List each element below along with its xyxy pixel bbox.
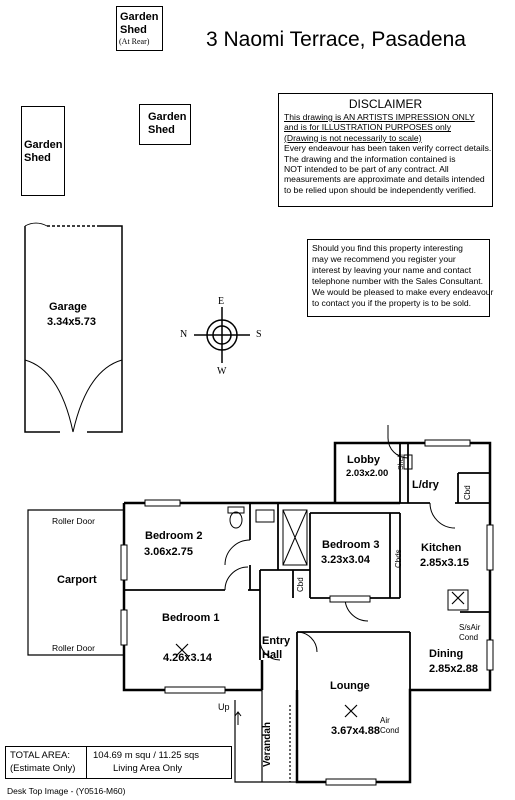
- dining-label: Dining: [429, 648, 464, 660]
- info-line: may we recommend you register your: [312, 254, 456, 264]
- disclaimer-line: measurements are approximate and details…: [284, 174, 485, 185]
- disclaimer-heading: DISCLAIMER: [348, 97, 423, 111]
- kitchen-dims: 2.85x3.15: [420, 557, 469, 569]
- bedroom2-dims: 3.06x2.75: [144, 546, 193, 558]
- laundry-cupboard-label: Cbd: [463, 485, 472, 500]
- shed-note: (At Rear): [119, 37, 150, 46]
- ceiling-fans: [175, 591, 465, 718]
- area-divider: [86, 747, 87, 778]
- shed-label-line2: Shed: [24, 152, 51, 164]
- disclaimer-line: (Drawing is not necessarily to scale): [284, 132, 422, 143]
- shed-label-line1: Garden: [148, 111, 187, 123]
- total-area-subtext: Living Area Only: [113, 763, 183, 774]
- shed-label-line2: Shed: [148, 124, 175, 136]
- shed-label-line1: Garden: [120, 11, 159, 23]
- bedroom3-cupboards-label: Cbds: [394, 549, 403, 568]
- bedroom1-cupboard-label: Cbd: [296, 577, 305, 592]
- shelf-label: Shelf: [398, 454, 405, 470]
- total-area-value: 104.69 m squ / 11.25 sqs: [93, 750, 199, 761]
- bedroom3-label: Bedroom 3: [322, 539, 380, 551]
- up-arrow: [234, 711, 242, 725]
- shed-label-line2: Shed: [120, 24, 147, 36]
- roller-door-bottom: Roller Door: [52, 643, 95, 653]
- garden-shed-middle: Garden Shed: [139, 104, 191, 145]
- disclaimer-line: NOT intended to be part of any contract.…: [284, 164, 449, 175]
- carport-outline: [27, 509, 124, 656]
- bedroom1-label: Bedroom 1: [162, 612, 220, 624]
- split-air-label-1: S/sAir: [459, 623, 481, 632]
- total-area-note: (Estimate Only): [10, 763, 76, 774]
- info-line: to contact you if the property is to be …: [312, 298, 472, 308]
- disclaimer-line: to be relied upon should be independentl…: [284, 184, 477, 195]
- entry-hall-label-1: Entry: [262, 635, 291, 647]
- up-label: Up: [218, 702, 230, 712]
- disclaimer-line: Every endeavour has been taken verify co…: [284, 143, 492, 154]
- disclaimer-line: The drawing and the information containe…: [284, 153, 456, 164]
- page-title: 3 Naomi Terrace, Pasadena: [206, 28, 466, 51]
- garden-shed-left: Garden Shed: [21, 106, 65, 196]
- verandah-label: Verandah: [262, 721, 273, 767]
- footer-text: Desk Top Image - (Y0516-M60): [7, 786, 126, 796]
- verandah-outline: [234, 690, 297, 783]
- door-swings: [224, 425, 456, 661]
- entry-hall-label-2: Hall: [262, 649, 283, 661]
- compass-north: N: [180, 329, 188, 340]
- air-cond-label-1: Air: [380, 716, 390, 725]
- garage-label: Garage: [49, 301, 87, 313]
- lounge-dims: 3.67x4.88: [331, 725, 380, 737]
- roller-door-top: Roller Door: [52, 516, 95, 526]
- lobby-dims: 2.03x2.00: [346, 468, 389, 479]
- windows: [120, 439, 494, 786]
- info-line: telephone number with the Sales Consulta…: [312, 276, 484, 286]
- info-line: Should you find this property interestin…: [312, 243, 463, 253]
- garage-outline: [24, 222, 123, 433]
- laundry-label: L/dry: [412, 479, 439, 491]
- lounge-label: Lounge: [330, 680, 370, 692]
- compass-west: W: [217, 366, 227, 377]
- total-area-label: TOTAL AREA:: [10, 750, 71, 761]
- compass-south: S: [256, 329, 262, 340]
- dining-dims: 2.85x2.88: [429, 663, 478, 675]
- total-area-box: TOTAL AREA: (Estimate Only) 104.69 m squ…: [5, 746, 232, 779]
- garage-dims: 3.34x5.73: [47, 316, 96, 328]
- disclaimer-box: DISCLAIMER This drawing is AN ARTISTS IM…: [278, 93, 493, 207]
- disclaimer-line: This drawing is AN ARTISTS IMPRESSION ON…: [284, 112, 475, 122]
- disclaimer-line: and is for ILLUSTRATION PURPOSES only: [284, 122, 451, 133]
- bedroom2-label: Bedroom 2: [145, 530, 203, 542]
- carport-label: Carport: [57, 574, 97, 586]
- lobby-label: Lobby: [347, 454, 380, 466]
- bedroom3-dims: 3.23x3.04: [321, 554, 370, 566]
- fixtures: [227, 454, 469, 611]
- garden-shed-rear: Garden Shed (At Rear): [116, 6, 163, 51]
- info-box: Should you find this property interestin…: [307, 239, 494, 317]
- kitchen-label: Kitchen: [421, 542, 462, 554]
- compass-rose: [194, 307, 250, 363]
- split-air-label-2: Cond: [459, 633, 479, 642]
- info-line: interest by leaving your name and contac…: [312, 265, 472, 275]
- shed-label-line1: Garden: [24, 139, 63, 151]
- interior-walls: [124, 443, 490, 690]
- bedroom1-dims: 4.26x3.14: [163, 652, 212, 664]
- air-cond-label-2: Cond: [380, 726, 400, 735]
- compass-east: E: [218, 296, 225, 307]
- info-line: We would be pleased to make every endeav…: [312, 287, 494, 297]
